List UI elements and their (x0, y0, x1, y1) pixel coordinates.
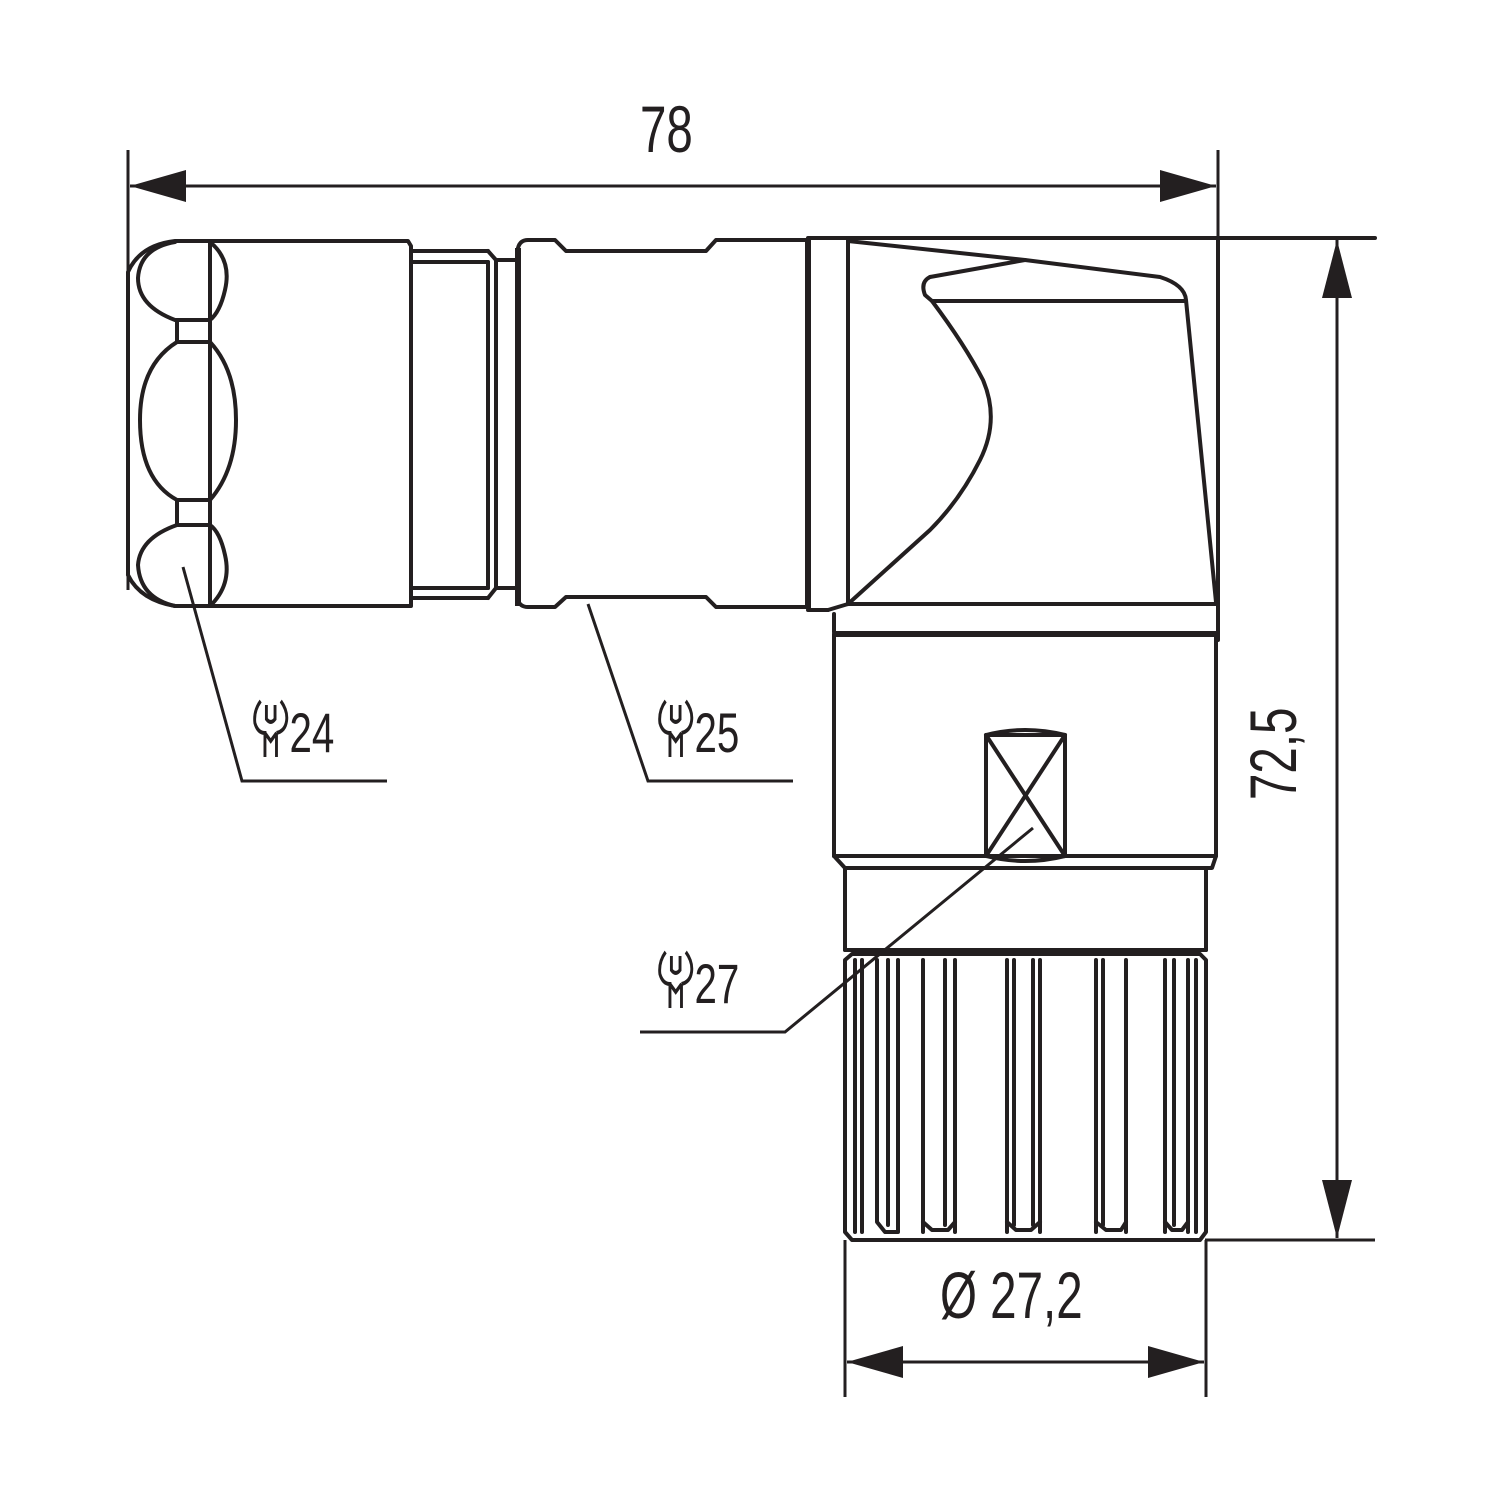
dimension-width-label: 78 (640, 92, 693, 166)
width-dimension (126, 150, 1220, 640)
wrench-icon (658, 950, 694, 1008)
hex-nut-left (126, 239, 413, 608)
dimension-height-label: 72,5 (1236, 707, 1310, 800)
body-middle (515, 238, 810, 609)
wrench-icon (658, 699, 694, 757)
lower-body (832, 632, 1218, 952)
angled-housing (805, 236, 1377, 642)
wrench-icon (253, 699, 289, 757)
wrench-size-label-27: 27 (657, 948, 739, 1012)
leader-lines (181, 566, 1034, 1034)
diameter-dimension (843, 1240, 1208, 1397)
knurled-nut (843, 952, 1208, 1242)
thread-neck (409, 249, 518, 600)
wrench-size-label-25: 25 (657, 697, 739, 761)
wrench-size-label-24: 24 (252, 697, 334, 761)
knurl-grooves (875, 958, 1198, 1234)
dimension-diameter-label: Ø 27,2 (940, 1258, 1083, 1332)
